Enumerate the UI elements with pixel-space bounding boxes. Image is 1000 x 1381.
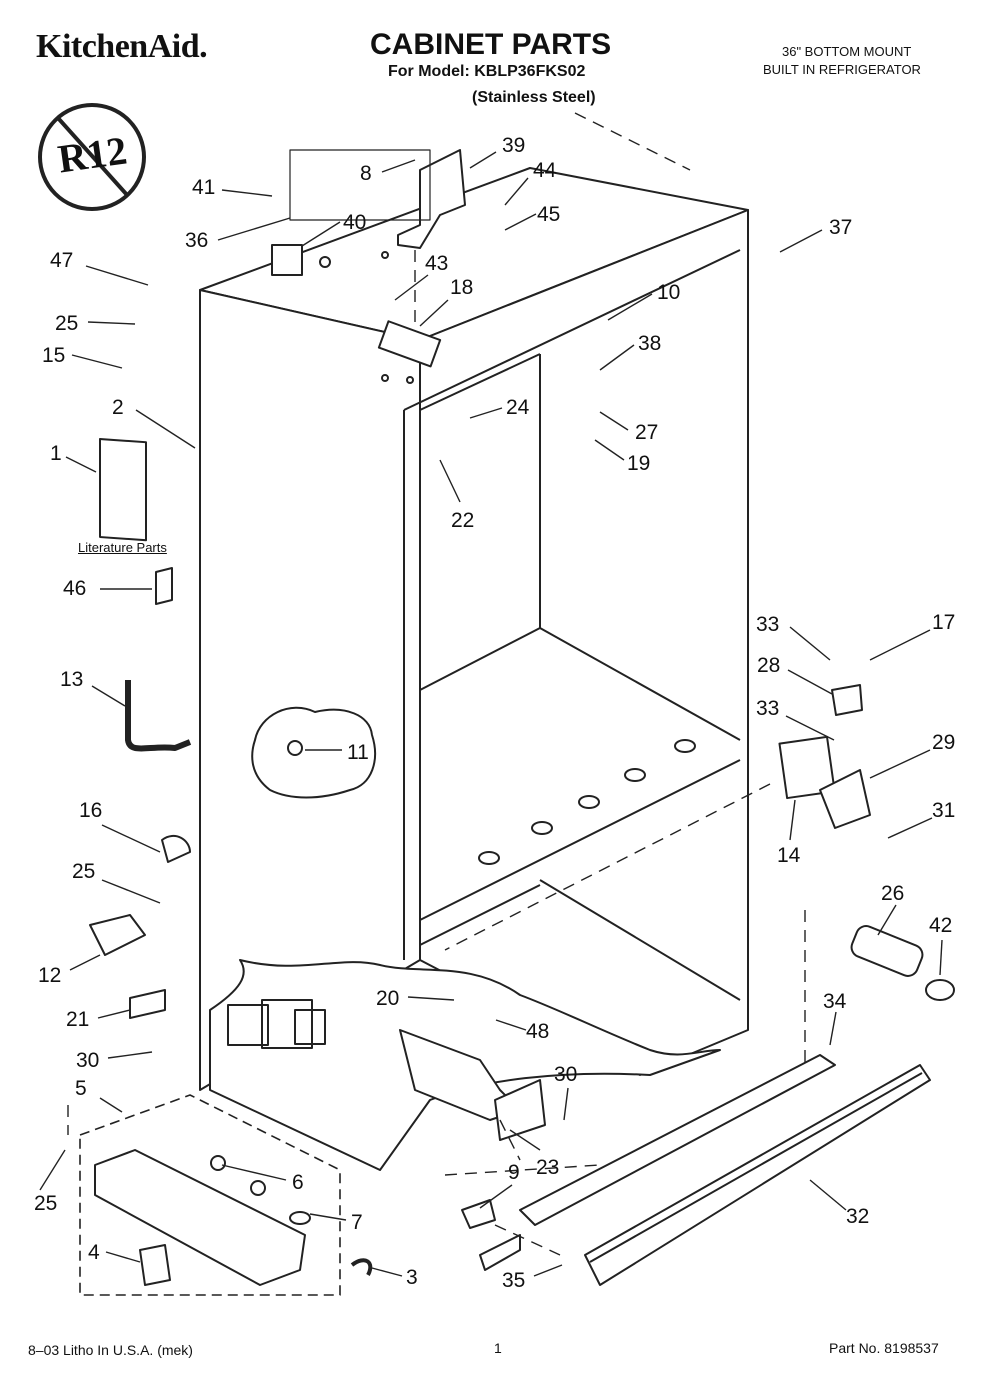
grille-34 [519,1054,836,1226]
part-label-8: 8 [360,162,372,185]
literature-parts-label: Literature Parts [78,540,167,555]
part-label-33a: 33 [756,613,780,636]
base-frame-5 [94,1149,306,1286]
leveling-leg-4 [139,1244,171,1286]
part-label-19: 19 [627,452,651,475]
part-label-1: 1 [50,442,62,465]
compressor-parts [227,999,326,1049]
part-label-12: 12 [38,964,62,987]
part-label-34: 34 [823,990,847,1013]
part-label-31: 31 [932,799,956,822]
part-label-46: 46 [63,577,87,600]
part-label-23: 23 [536,1156,560,1179]
part-label-42: 42 [929,914,953,937]
part-label-15: 15 [42,344,66,367]
product-description-line1: 36" BOTTOM MOUNT [782,44,912,59]
part-label-11: 11 [347,741,369,764]
cap-42 [925,979,955,1001]
part-label-14: 14 [777,844,801,867]
part-label-35: 35 [502,1269,526,1292]
part-label-25c: 25 [34,1192,58,1215]
water-tube-13 [125,680,192,752]
clip-12 [89,914,146,956]
r12-badge-text: R12 [55,127,130,182]
part-label-10: 10 [657,281,681,304]
part-label-26: 26 [881,882,905,905]
part-label-6: 6 [292,1171,304,1194]
part-label-7: 7 [351,1211,363,1234]
model-number: For Model: KBLP36FKS02 [388,63,586,80]
cabinet-body [199,167,749,1091]
part-label-27: 27 [635,421,659,444]
part-label-48: 48 [526,1020,550,1043]
top-hinge-bracket [397,149,466,249]
hinge-29 [819,769,871,829]
part-label-25a: 25 [55,312,79,335]
part-number: Part No. 8198537 [829,1340,939,1356]
hinge-block-40 [271,244,303,276]
wall-panel-36 [289,149,431,221]
part-label-20: 20 [376,987,400,1010]
part-label-45: 45 [537,203,561,226]
part-label-21: 21 [66,1008,90,1031]
part-label-33b: 33 [756,697,780,720]
page-title: CABINET PARTS [370,28,612,61]
part-label-17: 17 [932,611,956,634]
brand-logo: KitchenAid. [36,28,208,65]
page-number: 1 [494,1340,502,1356]
literature-booklet [99,437,147,542]
part-label-18: 18 [450,276,474,299]
print-info: 8–03 Litho In U.S.A. (mek) [28,1342,193,1358]
clip-46 [155,567,173,605]
part-label-29: 29 [932,731,956,754]
hinge-washer-28 [831,684,863,716]
part-label-40: 40 [343,211,367,234]
product-description-line2: BUILT IN REFRIGERATOR [763,62,921,77]
hinge-plate-14 [778,735,836,800]
finish-label: (Stainless Steel) [472,89,596,106]
part-label-43: 43 [425,252,449,275]
part-label-30b: 30 [554,1063,578,1086]
part-label-38: 38 [638,332,662,355]
cylinder-26 [850,925,924,977]
part-label-32: 32 [846,1205,870,1228]
part-label-9: 9 [508,1161,520,1184]
part-label-25b: 25 [72,860,96,883]
part-label-2: 2 [112,396,124,419]
part-label-3: 3 [406,1266,418,1289]
base-frame-outline [79,1094,341,1296]
part-label-30a: 30 [76,1049,100,1072]
bracket-21 [129,989,166,1019]
part-label-37: 37 [829,216,853,239]
part-label-4: 4 [88,1241,100,1264]
no-r12-badge [38,103,146,211]
part-label-24: 24 [506,396,530,419]
part-label-39: 39 [502,134,526,157]
part-label-5: 5 [75,1077,87,1100]
cutaway-11-area [251,706,376,799]
kickplate-32 [584,1064,931,1286]
clamp-16 [161,834,191,863]
part-label-28: 28 [757,654,781,677]
hinge-plate-18 [377,320,442,368]
bracket-9 [461,1199,496,1229]
part-label-22: 22 [451,509,475,532]
part-label-16: 16 [79,799,103,822]
part-label-44: 44 [533,159,557,182]
leader-lines [39,151,943,1277]
part-label-41: 41 [192,176,216,199]
part-label-36: 36 [185,229,209,252]
part-label-13: 13 [60,668,84,691]
part-label-47: 47 [50,249,74,272]
